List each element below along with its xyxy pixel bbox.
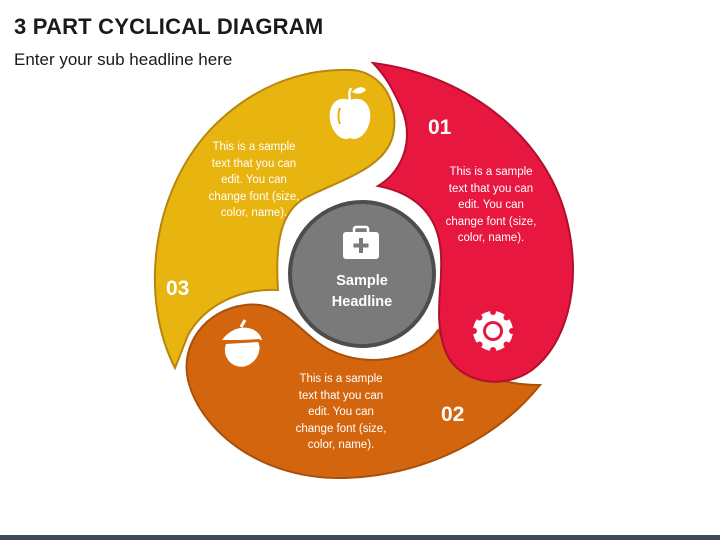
segment-02-text-line: This is a sample: [299, 373, 383, 385]
segment-01-shape: [370, 61, 574, 383]
segment-01-number: 01: [428, 116, 452, 139]
segment-02-text-line: edit. You can: [308, 406, 374, 418]
center-headline-line-1: Sample: [336, 273, 388, 289]
center-headline-line-2: Headline: [331, 294, 393, 310]
segment-03-text-line: This is a sample: [212, 141, 296, 153]
segment-02-text-line: color, name).: [307, 439, 375, 451]
segment-03-number: 03: [166, 277, 189, 300]
segment-01-text-line: edit. You can: [458, 199, 524, 211]
center-circle-fill: [288, 200, 436, 348]
acorn-icon: [222, 319, 262, 367]
segment-02-text: This is a sample text that you can edit.…: [281, 371, 401, 454]
segment-03-text: This is a sample text that you can edit.…: [194, 139, 314, 222]
first-aid-kit-icon: [343, 225, 379, 259]
page-title: 3 PART CYCLICAL DIAGRAM: [14, 14, 324, 39]
apple-icon: [329, 87, 371, 139]
segment-01-text-line: text that you can: [448, 182, 534, 195]
footer-bar: [0, 535, 720, 540]
segment-03-text-line: color, name).: [220, 207, 288, 219]
center-headline: Sample Headline: [300, 271, 424, 313]
segment-03-text-line: edit. You can: [221, 174, 287, 186]
segment-02-text-line: text that you can: [298, 389, 384, 402]
segment-02-number: 02: [441, 403, 464, 426]
segment-01-text-line: change font (size,: [445, 215, 537, 228]
segment-02-text-line: change font (size,: [295, 422, 387, 435]
segment-03-shape: [153, 68, 396, 371]
segment-01-text: This is a sample text that you can edit.…: [431, 164, 551, 247]
page-subtitle: Enter your sub headline here: [14, 50, 233, 69]
segment-01-text-line: color, name).: [457, 232, 525, 244]
lifebuoy-icon: [471, 309, 515, 353]
segment-03-text-line: change font (size,: [208, 190, 300, 203]
segment-02-shape: [185, 303, 543, 480]
segment-01-text-line: This is a sample: [449, 166, 533, 178]
segment-03-text-line: text that you can: [211, 157, 297, 170]
